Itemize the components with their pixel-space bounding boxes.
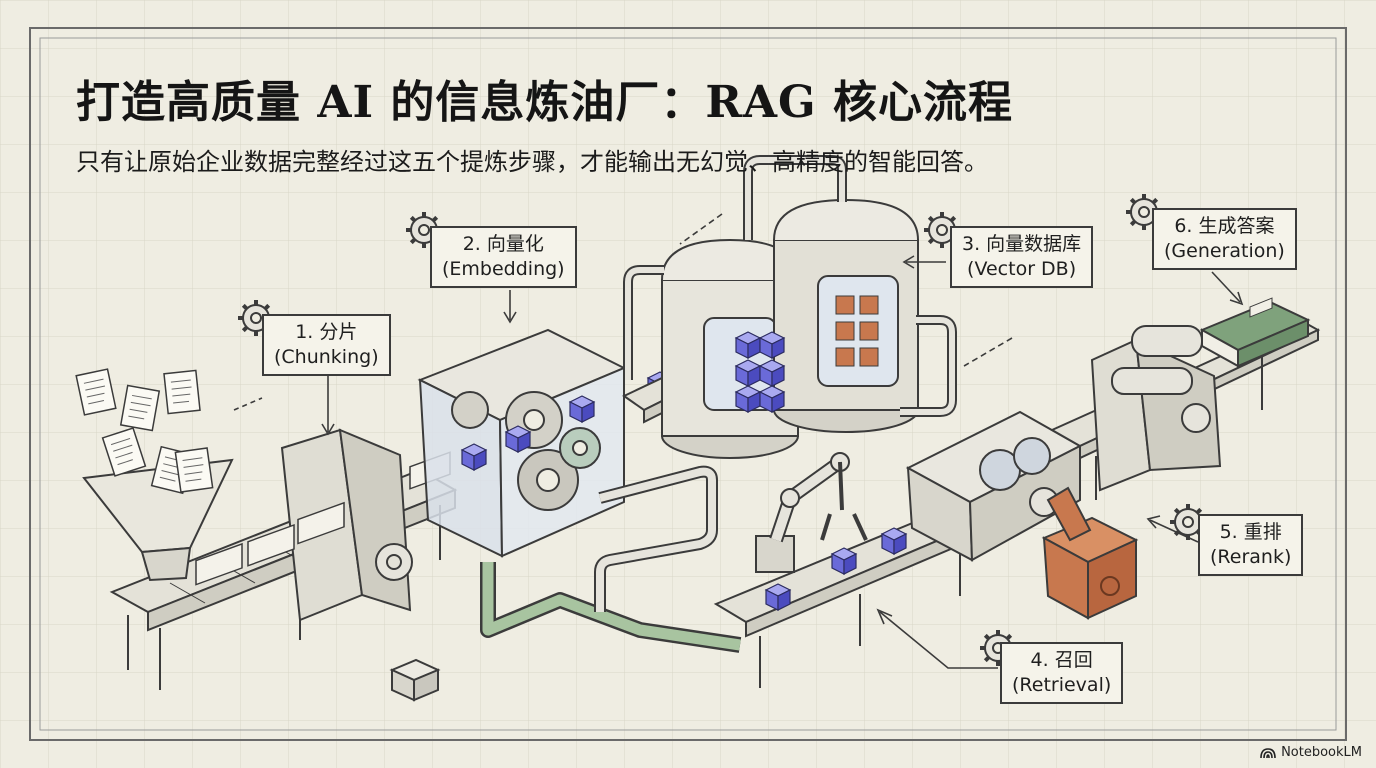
- embedding-machine: [417, 328, 627, 558]
- notebooklm-brand: NotebookLM: [1260, 745, 1362, 760]
- step-label-generation: 6. 生成答案 (Generation): [1152, 208, 1297, 270]
- page-title: 打造高质量 AI 的信息炼油厂：RAG 核心流程: [76, 77, 1013, 128]
- outer-frame: [29, 27, 1347, 741]
- step-name: 1. 分片: [295, 321, 358, 343]
- notebooklm-logo-icon: [1260, 747, 1276, 758]
- step-label-chunking: 1. 分片 (Chunking): [262, 314, 391, 376]
- step-name: 3. 向量数据库: [962, 233, 1082, 255]
- step-name: 6. 生成答案: [1174, 215, 1275, 237]
- step-english: (Embedding): [442, 258, 565, 280]
- inner-frame: [39, 37, 1337, 731]
- brand-text: NotebookLM: [1281, 745, 1362, 760]
- step-label-embedding: 2. 向量化 (Embedding): [430, 226, 577, 288]
- printing-press: [1090, 325, 1222, 492]
- stored-vectors: [735, 295, 879, 413]
- step-label-retrieval: 4. 召回 (Retrieval): [1000, 642, 1124, 704]
- query-box: [389, 658, 441, 702]
- step-name: 2. 向量化: [462, 233, 544, 255]
- rerank-machine: [905, 410, 1083, 562]
- answer-book: [1199, 297, 1311, 368]
- step-english: (Retrieval): [1012, 674, 1112, 696]
- step-name: 5. 重排: [1219, 521, 1282, 543]
- query-pipe: [480, 465, 742, 653]
- recycle-bin: [1041, 486, 1139, 620]
- leader-arrows: [233, 213, 1244, 669]
- step-english: (Vector DB): [967, 258, 1077, 280]
- page-subtitle: 只有让原始企业数据完整经过这五个提炼步骤，才能输出无幻觉、高精度的智能回答。: [76, 148, 988, 176]
- step-label-rerank: 5. 重排 (Rerank): [1198, 514, 1304, 576]
- step-english: (Generation): [1164, 240, 1285, 262]
- step-name: 4. 召回: [1030, 649, 1093, 671]
- step-english: (Chunking): [274, 346, 379, 368]
- step-english: (Rerank): [1210, 546, 1292, 568]
- step-label-vector-db: 3. 向量数据库 (Vector DB): [950, 226, 1094, 288]
